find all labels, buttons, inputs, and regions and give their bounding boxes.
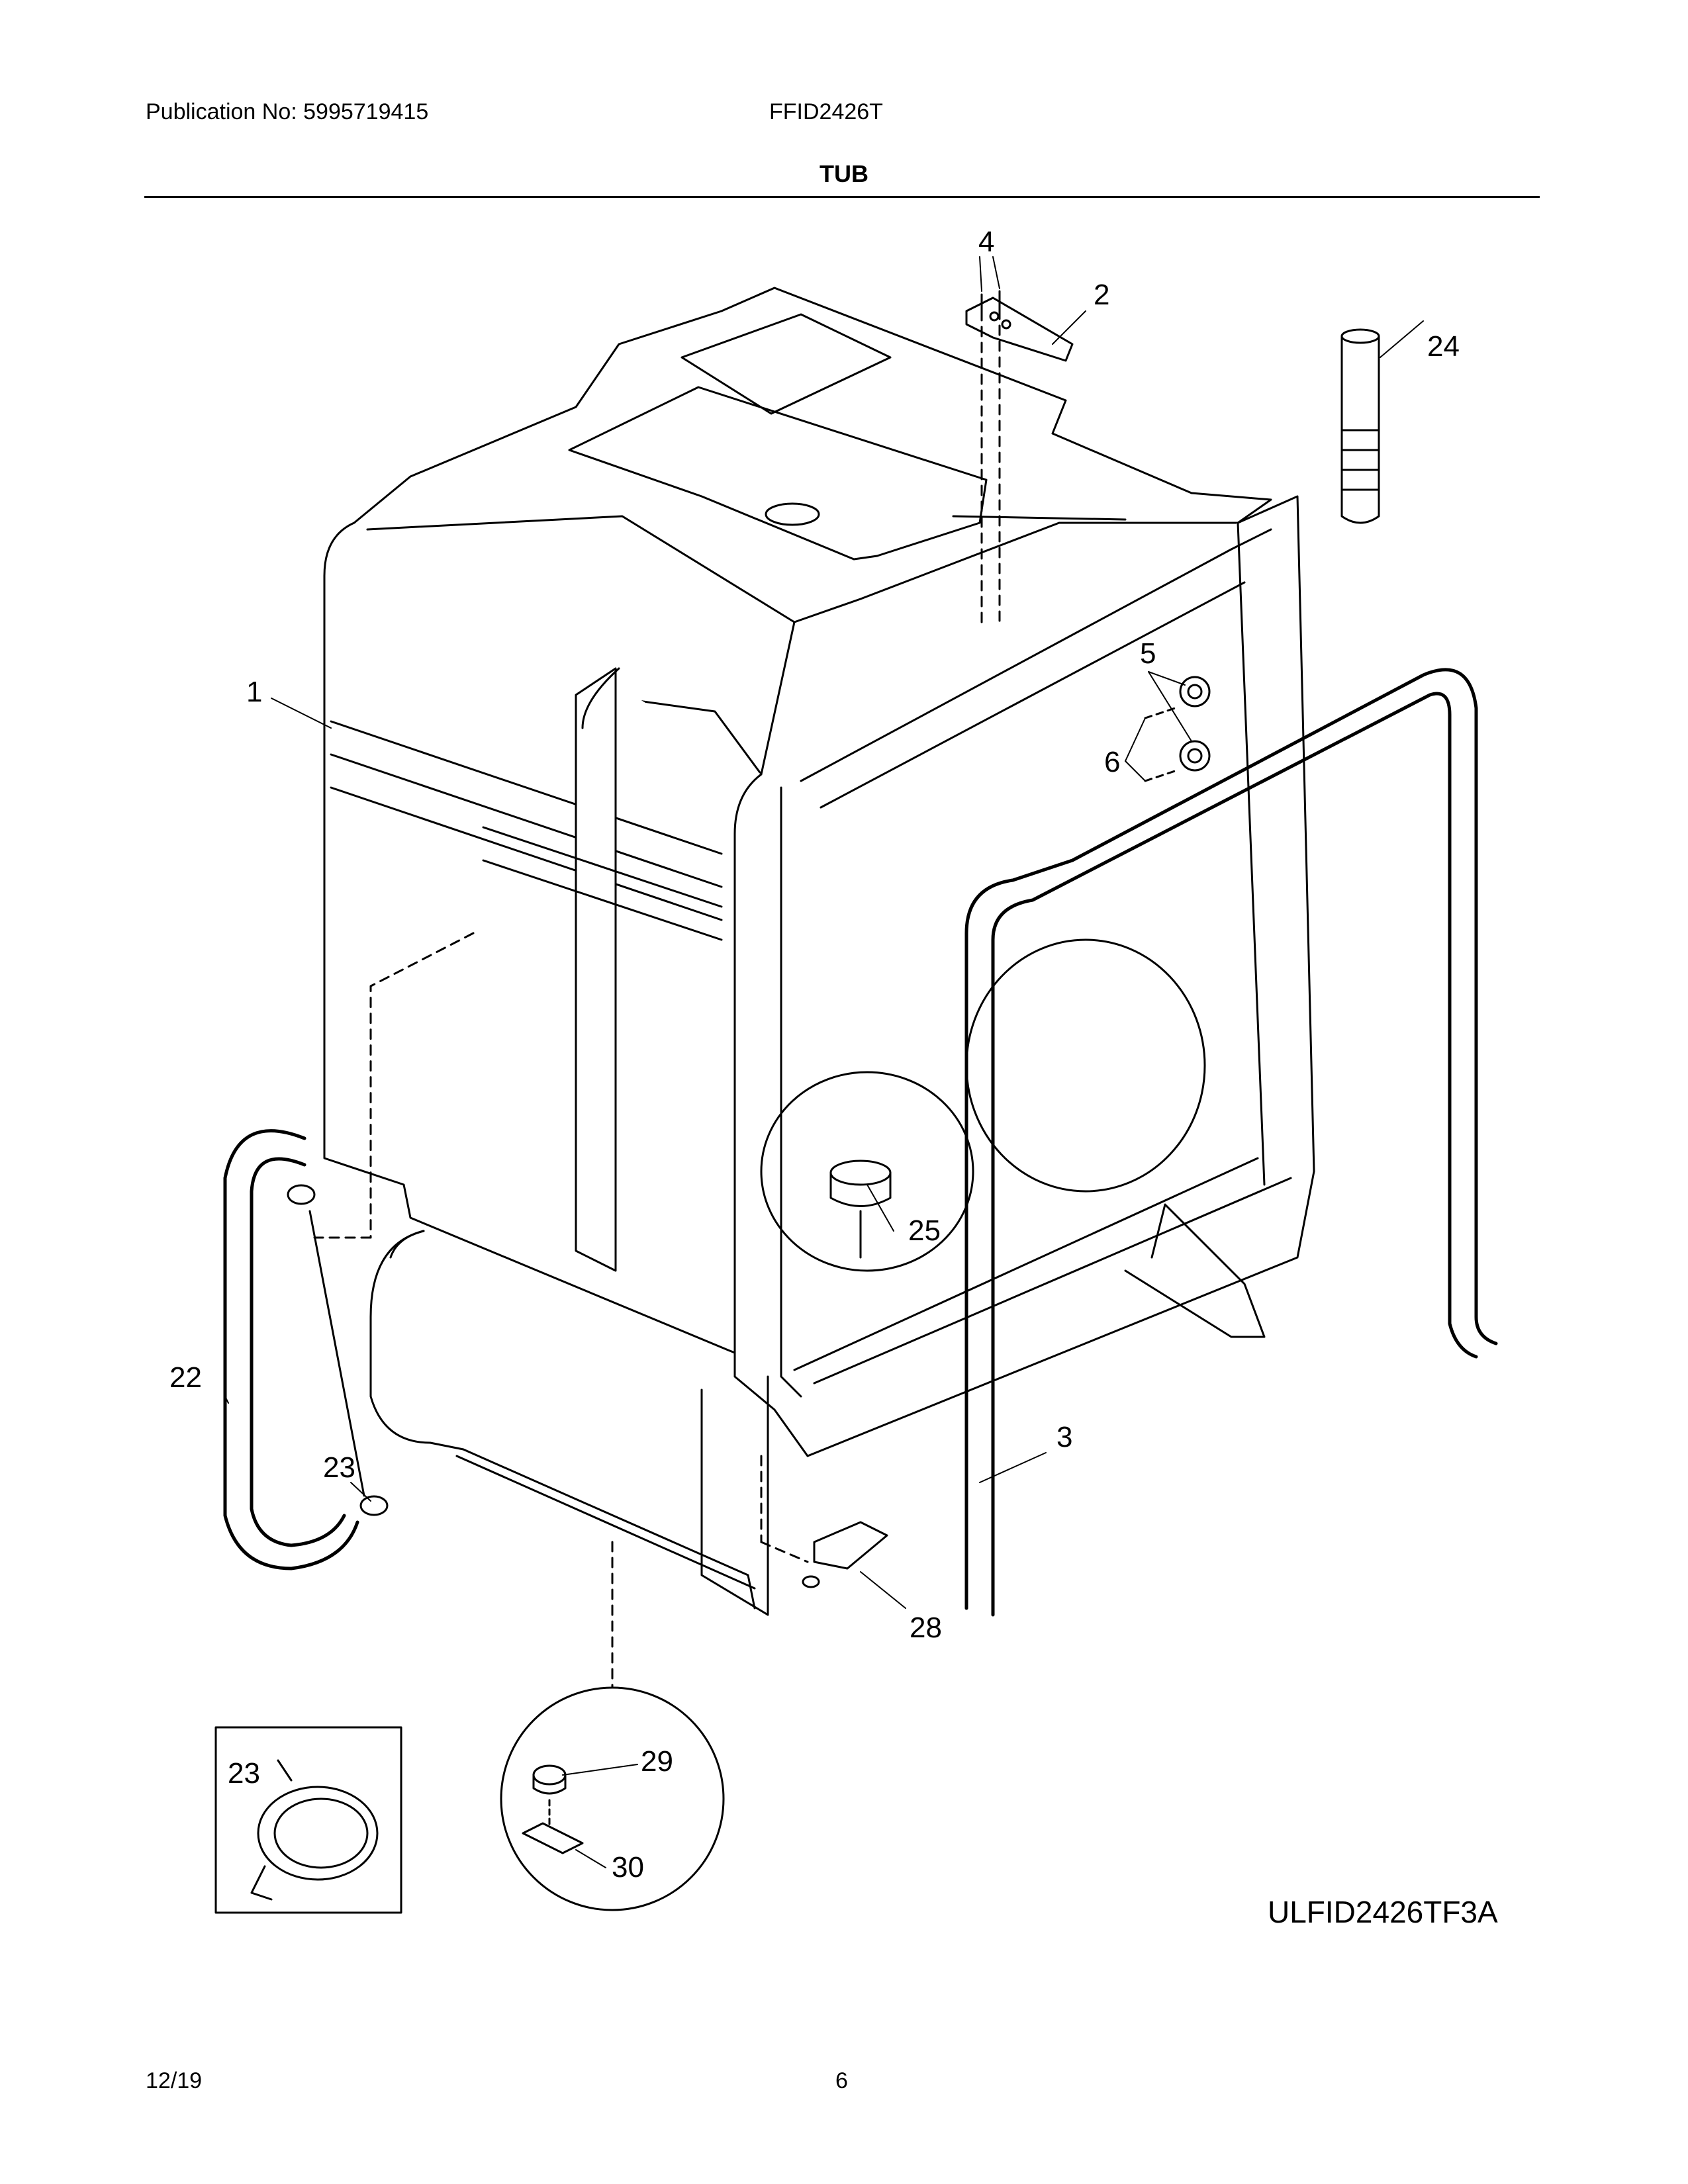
callout-25: 25 [908,1214,941,1247]
callout-5: 5 [1140,637,1156,670]
model-number: FFID2426T [769,99,883,124]
footer-date: 12/19 [146,2068,203,2093]
callout-3: 3 [1056,1421,1073,1453]
parts-5-6-fasteners [1144,676,1211,782]
header-rule [144,196,1540,198]
tub-left-wall [323,522,763,1365]
part-22-hose [223,1129,359,1570]
callout-23-inset: 23 [228,1757,260,1790]
part-3-gasket [964,668,1498,1617]
callout-24: 24 [1427,330,1460,363]
page-number: 6 [835,2068,848,2093]
publication-number: Publication No: 5995719415 [146,99,429,124]
tub-front-frame [733,495,1315,1457]
base-frame [369,1203,1266,1616]
inset-box-23 [214,1726,402,1914]
callout-28: 28 [910,1612,942,1644]
callout-30: 30 [612,1851,644,1884]
callout-22: 22 [169,1361,202,1394]
callout-1: 1 [246,676,263,708]
callout-23: 23 [323,1451,355,1484]
section-title: TUB [820,160,868,187]
inset-circle-29-30 [500,1686,725,1911]
part-2-bracket [965,290,1074,623]
diagram-code: ULFID2426TF3A [1268,1895,1498,1929]
callout-leaders [224,256,1424,1868]
callout-29: 29 [641,1745,673,1778]
dashed-leaders [313,932,809,1696]
part-28-switch [802,1521,888,1588]
callout-6: 6 [1104,746,1121,778]
part-23-clamp [287,1184,389,1516]
callout-2: 2 [1094,279,1110,311]
callout-4: 4 [978,226,995,258]
tub-top [353,287,1272,776]
part-24-vent [1340,328,1380,524]
part-25-float [829,1160,892,1259]
